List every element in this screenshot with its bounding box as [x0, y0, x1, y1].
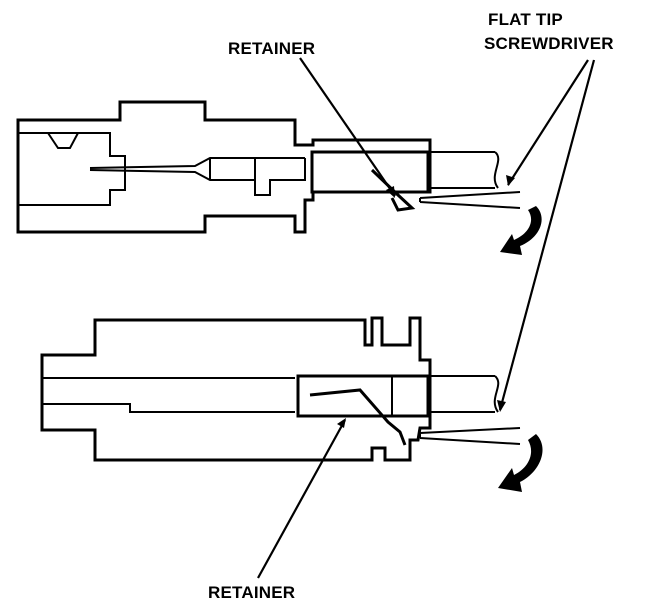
top-connector-notch: [47, 132, 79, 149]
top-connector: [16, 100, 521, 234]
bottom-connector: [40, 316, 521, 462]
rotation-arrow-bottom: [498, 434, 543, 492]
bottom-connector-body: [40, 316, 432, 462]
retainer-bottom-arrowhead: [337, 418, 346, 428]
top-terminal-pin: [89, 157, 305, 181]
retainer-top-leader: [299, 57, 396, 197]
screwdriver-top-arrowhead: [506, 175, 515, 186]
retainer-top-arrowhead: [386, 186, 395, 198]
bottom-mating-sleeve: [296, 374, 430, 418]
bottom-screwdriver-blade: [419, 427, 521, 445]
retainer-bottom-label: RETAINER: [208, 583, 295, 602]
screwdriver-leader-bottom: [498, 59, 596, 411]
retainer-bottom-leader: [257, 419, 346, 579]
bottom-wire-break: [493, 375, 500, 413]
top-wire: [428, 151, 495, 189]
top-terminal-collar: [209, 158, 306, 196]
bottom-connector-cavity: [42, 377, 295, 413]
top-mating-sleeve: [310, 150, 430, 194]
bottom-wire: [428, 375, 495, 413]
screwdriver-bottom-arrowhead: [497, 400, 506, 412]
top-connector-body: [16, 100, 432, 234]
flat-tip-label: FLAT TIP: [488, 10, 563, 29]
screwdriver-label: SCREWDRIVER: [484, 34, 614, 53]
screwdriver-leader-top: [507, 59, 589, 186]
top-wire-break: [493, 151, 500, 189]
top-connector-cavity: [18, 132, 126, 206]
bottom-retainer: [309, 388, 407, 446]
top-screwdriver-blade: [419, 191, 521, 209]
rotation-arrow-top: [500, 206, 542, 255]
retainer-top-label: RETAINER: [228, 39, 315, 58]
